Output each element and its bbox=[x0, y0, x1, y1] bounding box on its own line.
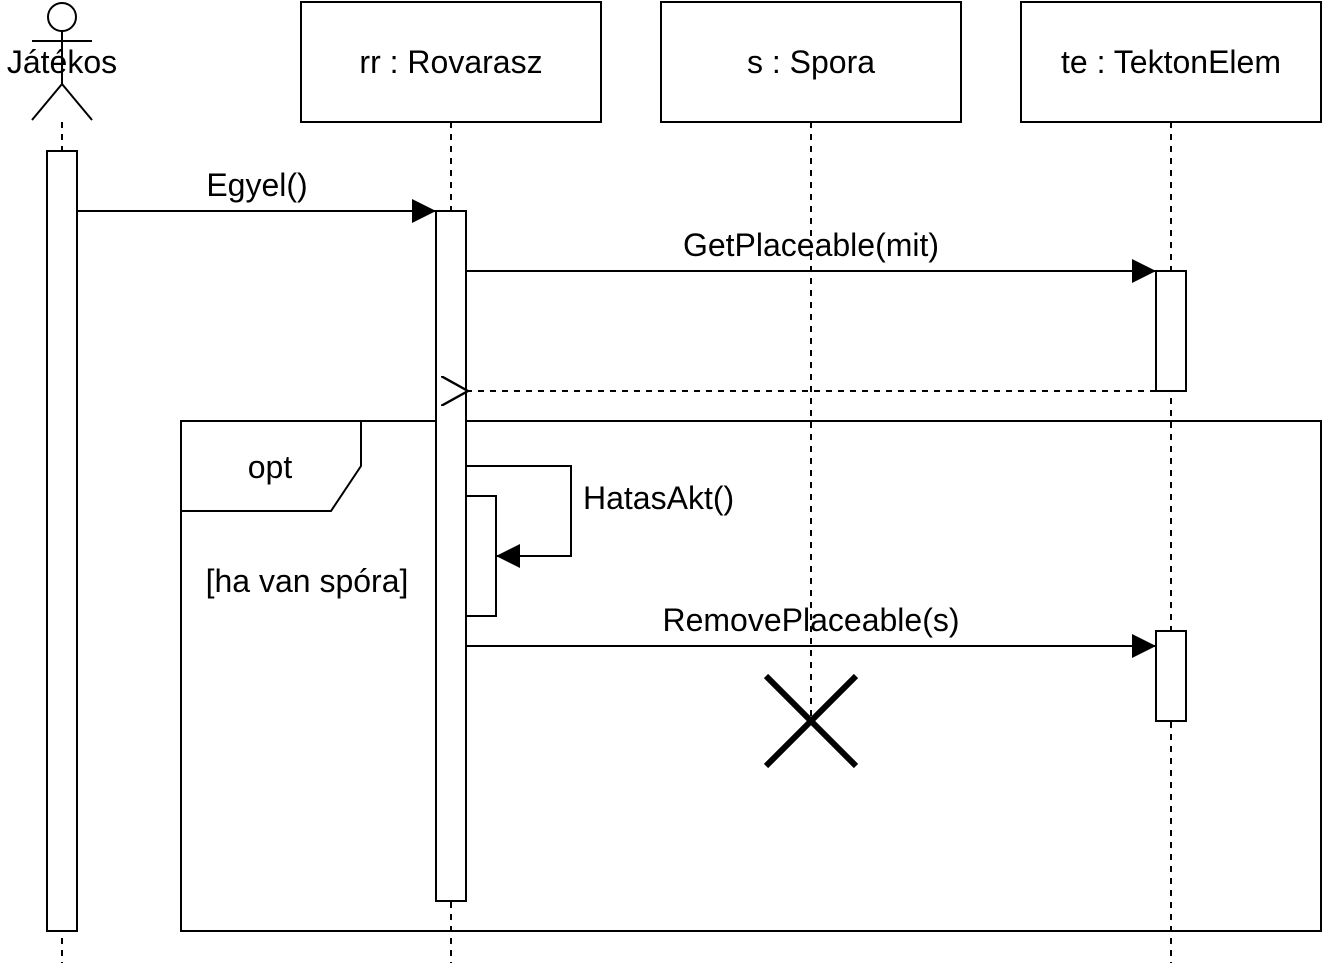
participant-label-tektonelem: te : TektonElem bbox=[1061, 44, 1281, 80]
activation-rovarasz-self bbox=[465, 495, 497, 617]
participant-box-tektonelem bbox=[1020, 1, 1322, 123]
message-label-hatasakt: HatasAkt() bbox=[583, 480, 734, 516]
message-label-removeplaceable: RemovePlaceable(s) bbox=[662, 602, 959, 638]
message-label-getplaceable: GetPlaceable(mit) bbox=[683, 227, 939, 263]
participant-label-rovarasz: rr : Rovarasz bbox=[359, 44, 542, 80]
activation-rovarasz bbox=[435, 210, 467, 902]
opt-fragment-guard: [ha van spóra] bbox=[206, 563, 409, 599]
actor-icon bbox=[31, 2, 93, 121]
actor-label: Játékos bbox=[7, 44, 117, 80]
opt-fragment-tab bbox=[181, 421, 362, 512]
activation-tektonelem-1 bbox=[1155, 270, 1187, 392]
participant-label-spora: s : Spora bbox=[747, 44, 875, 80]
activation-tektonelem-2 bbox=[1155, 630, 1187, 722]
participant-box-rovarasz bbox=[300, 1, 602, 123]
message-arrow-hatasakt bbox=[466, 465, 572, 568]
destroy-x-icon bbox=[763, 673, 859, 769]
activation-jatekos bbox=[46, 150, 78, 932]
participant-box-spora bbox=[660, 1, 962, 123]
opt-fragment-frame bbox=[180, 420, 1322, 932]
opt-fragment-operator: opt bbox=[248, 449, 293, 485]
message-label-egyel: Egyel() bbox=[206, 167, 307, 203]
